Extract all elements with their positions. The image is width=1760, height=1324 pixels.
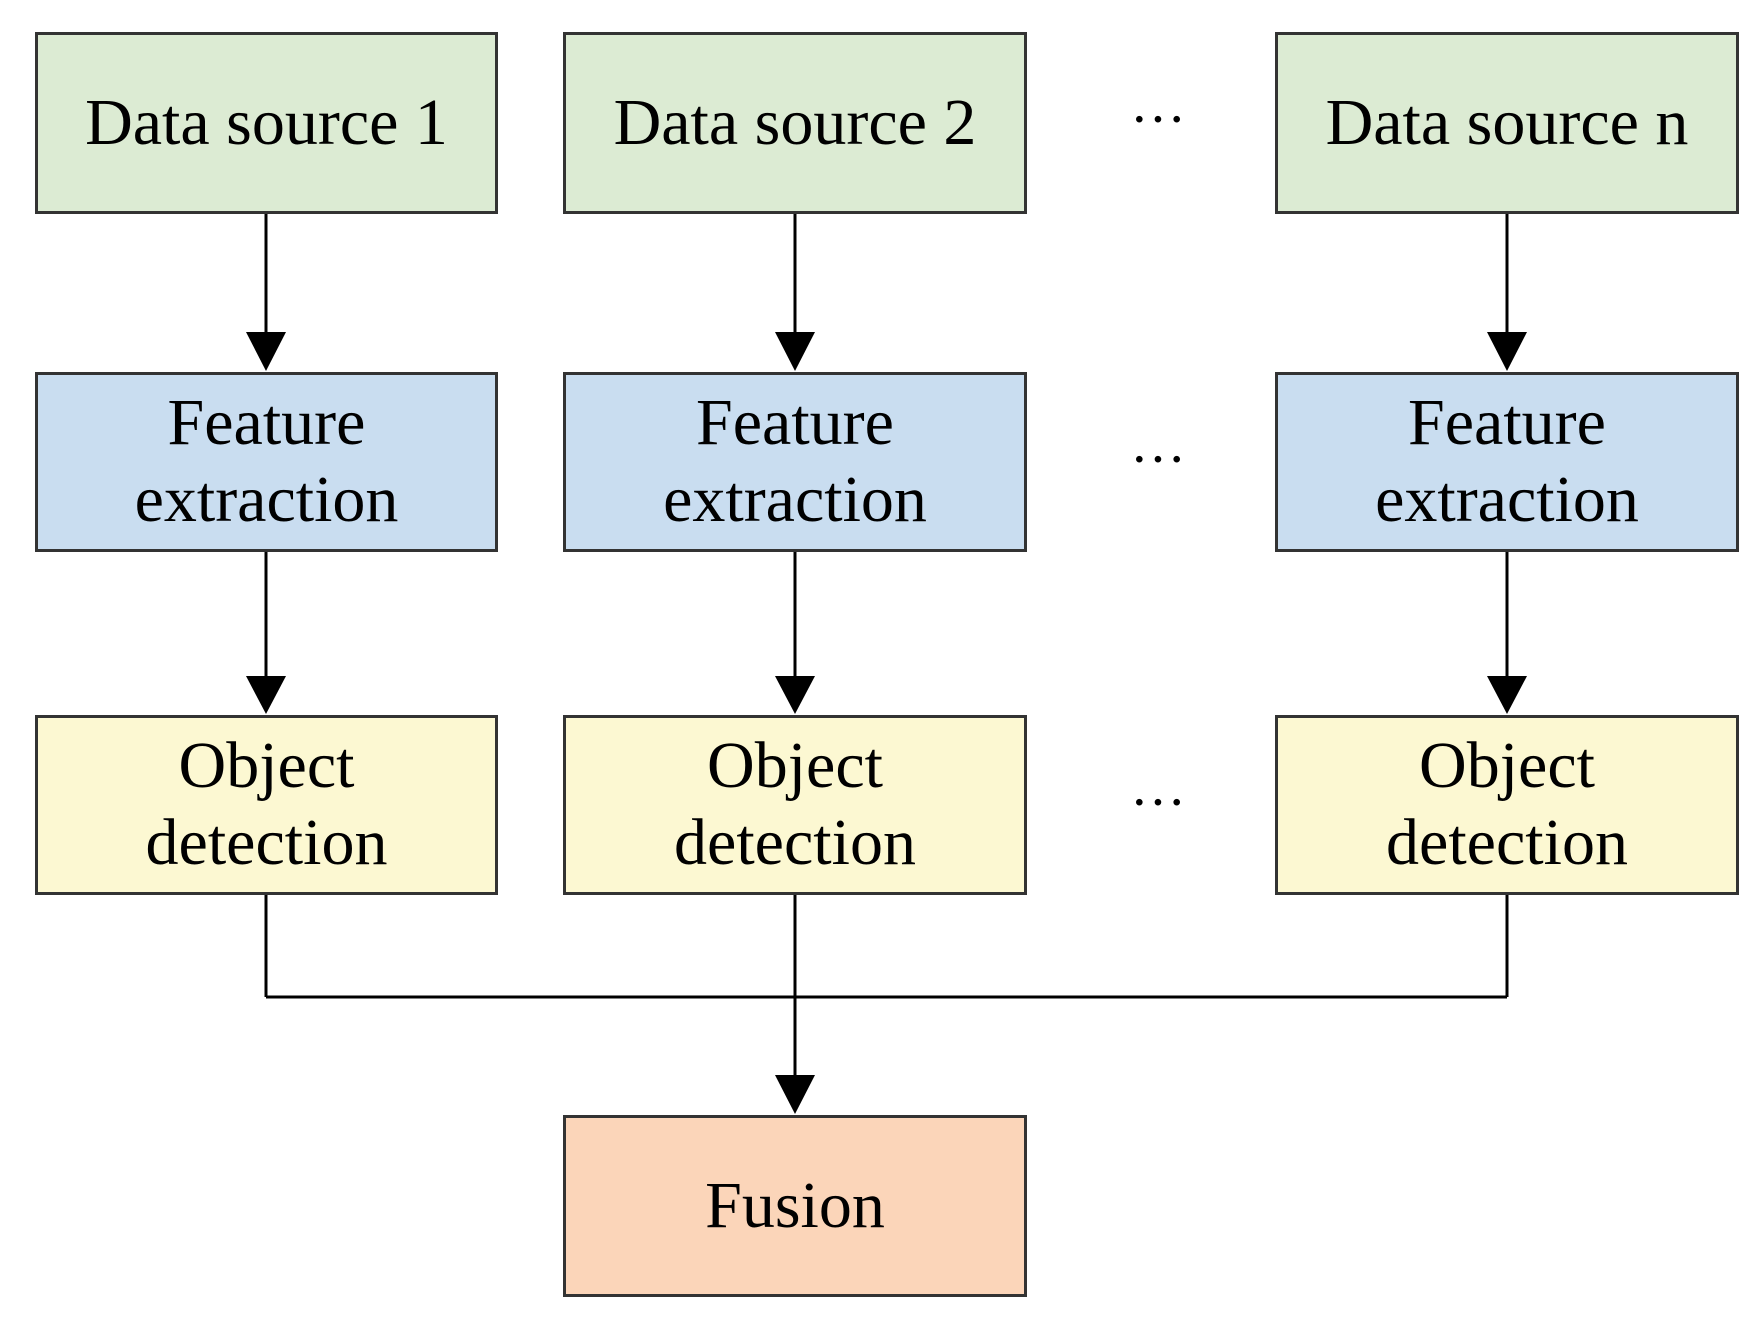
object-detection-n-box: Object detection	[1275, 715, 1739, 895]
data-source-2-box: Data source 2	[563, 32, 1027, 214]
feature-extraction-2-label: Feature extraction	[663, 386, 927, 536]
fusion-label: Fusion	[705, 1168, 885, 1242]
ellipsis-detections: ···	[1130, 772, 1186, 834]
data-source-1-label: Data source 1	[85, 85, 448, 159]
object-detection-2-box: Object detection	[563, 715, 1027, 895]
feature-extraction-2-box: Feature extraction	[563, 372, 1027, 552]
arrowhead-fusion	[775, 1075, 815, 1114]
feature-extraction-1-label: Feature extraction	[134, 386, 399, 536]
arrowhead-feature2	[775, 332, 815, 371]
data-source-1-box: Data source 1	[35, 32, 498, 214]
ellipsis-features: ···	[1130, 429, 1186, 491]
object-detection-n-label: Object detection	[1386, 729, 1628, 879]
data-source-2-label: Data source 2	[613, 85, 977, 159]
feature-extraction-n-label: Feature extraction	[1375, 386, 1639, 536]
data-source-n-label: Data source n	[1325, 85, 1689, 159]
arrowhead-object1	[246, 676, 286, 714]
feature-extraction-1-box: Feature extraction	[35, 372, 498, 552]
object-detection-2-label: Object detection	[674, 729, 916, 879]
arrowhead-featuren	[1487, 332, 1527, 371]
object-detection-1-label: Object detection	[145, 729, 388, 879]
fusion-box: Fusion	[563, 1115, 1027, 1297]
object-detection-1-box: Object detection	[35, 715, 498, 895]
arrowhead-object2	[775, 676, 815, 714]
data-source-n-box: Data source n	[1275, 32, 1739, 214]
arrowhead-feature1	[246, 332, 286, 371]
feature-extraction-n-box: Feature extraction	[1275, 372, 1739, 552]
ellipsis-sources: ···	[1130, 89, 1186, 151]
arrowhead-objectn	[1487, 676, 1527, 714]
